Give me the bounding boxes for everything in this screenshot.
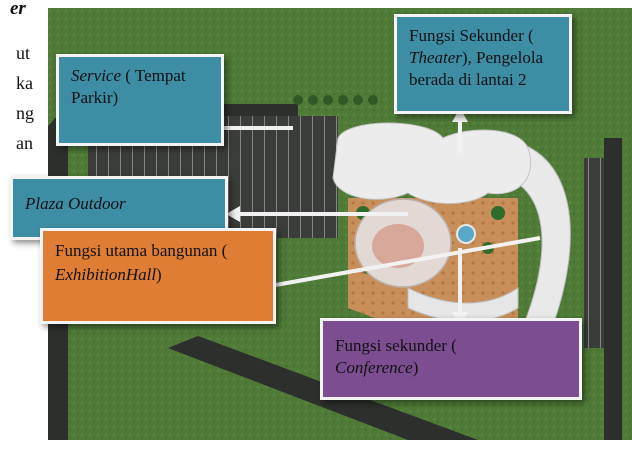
label-theater-post: ), Pengelola berada di lantai 2: [409, 48, 544, 89]
building-dome-inner: [372, 224, 424, 268]
page-text-fragment-4: ng: [16, 103, 34, 123]
label-plaza-italic: Plaza Outdoor: [25, 194, 126, 213]
label-conference-italic: Conference: [335, 358, 413, 377]
label-service-rest: ( Tempat Parkir): [71, 66, 186, 107]
road-east: [604, 138, 622, 440]
label-theater-pre: Fungsi Sekunder (: [409, 26, 534, 45]
arrow-theater: [452, 108, 468, 153]
page-text-fragment-5: an: [16, 133, 33, 153]
building-conference-wing: [407, 287, 519, 322]
label-exhibition: Fungsi utama bangunan ( ExhibitionHall): [40, 228, 276, 324]
label-exhibition-pre: Fungsi utama bangunan (: [55, 241, 228, 260]
label-conference: Fungsi sekunder ( Conference): [320, 318, 582, 400]
label-service: Service ( Tempat Parkir): [56, 54, 224, 146]
page-text-fragment-3: ka: [16, 73, 33, 93]
label-theater-italic: Theater: [409, 48, 462, 67]
label-conference-post: ): [412, 358, 419, 377]
tree-row-north: [293, 95, 378, 105]
label-exhibition-italic: ExhibitionHall: [55, 265, 157, 284]
label-service-italic: Service: [71, 66, 122, 85]
fountain: [456, 224, 476, 244]
label-conference-pre: Fungsi sekunder (: [335, 336, 457, 355]
parking-lot-east: [584, 158, 604, 348]
arrow-plaza: [226, 206, 408, 222]
label-exhibition-post: ): [156, 265, 162, 284]
label-theater: Fungsi Sekunder ( Theater), Pengelola be…: [394, 14, 572, 114]
building-theater-roof: [332, 122, 532, 204]
page-text-fragment-2: ut: [16, 43, 31, 63]
page-text-fragment-1: er: [10, 0, 26, 19]
